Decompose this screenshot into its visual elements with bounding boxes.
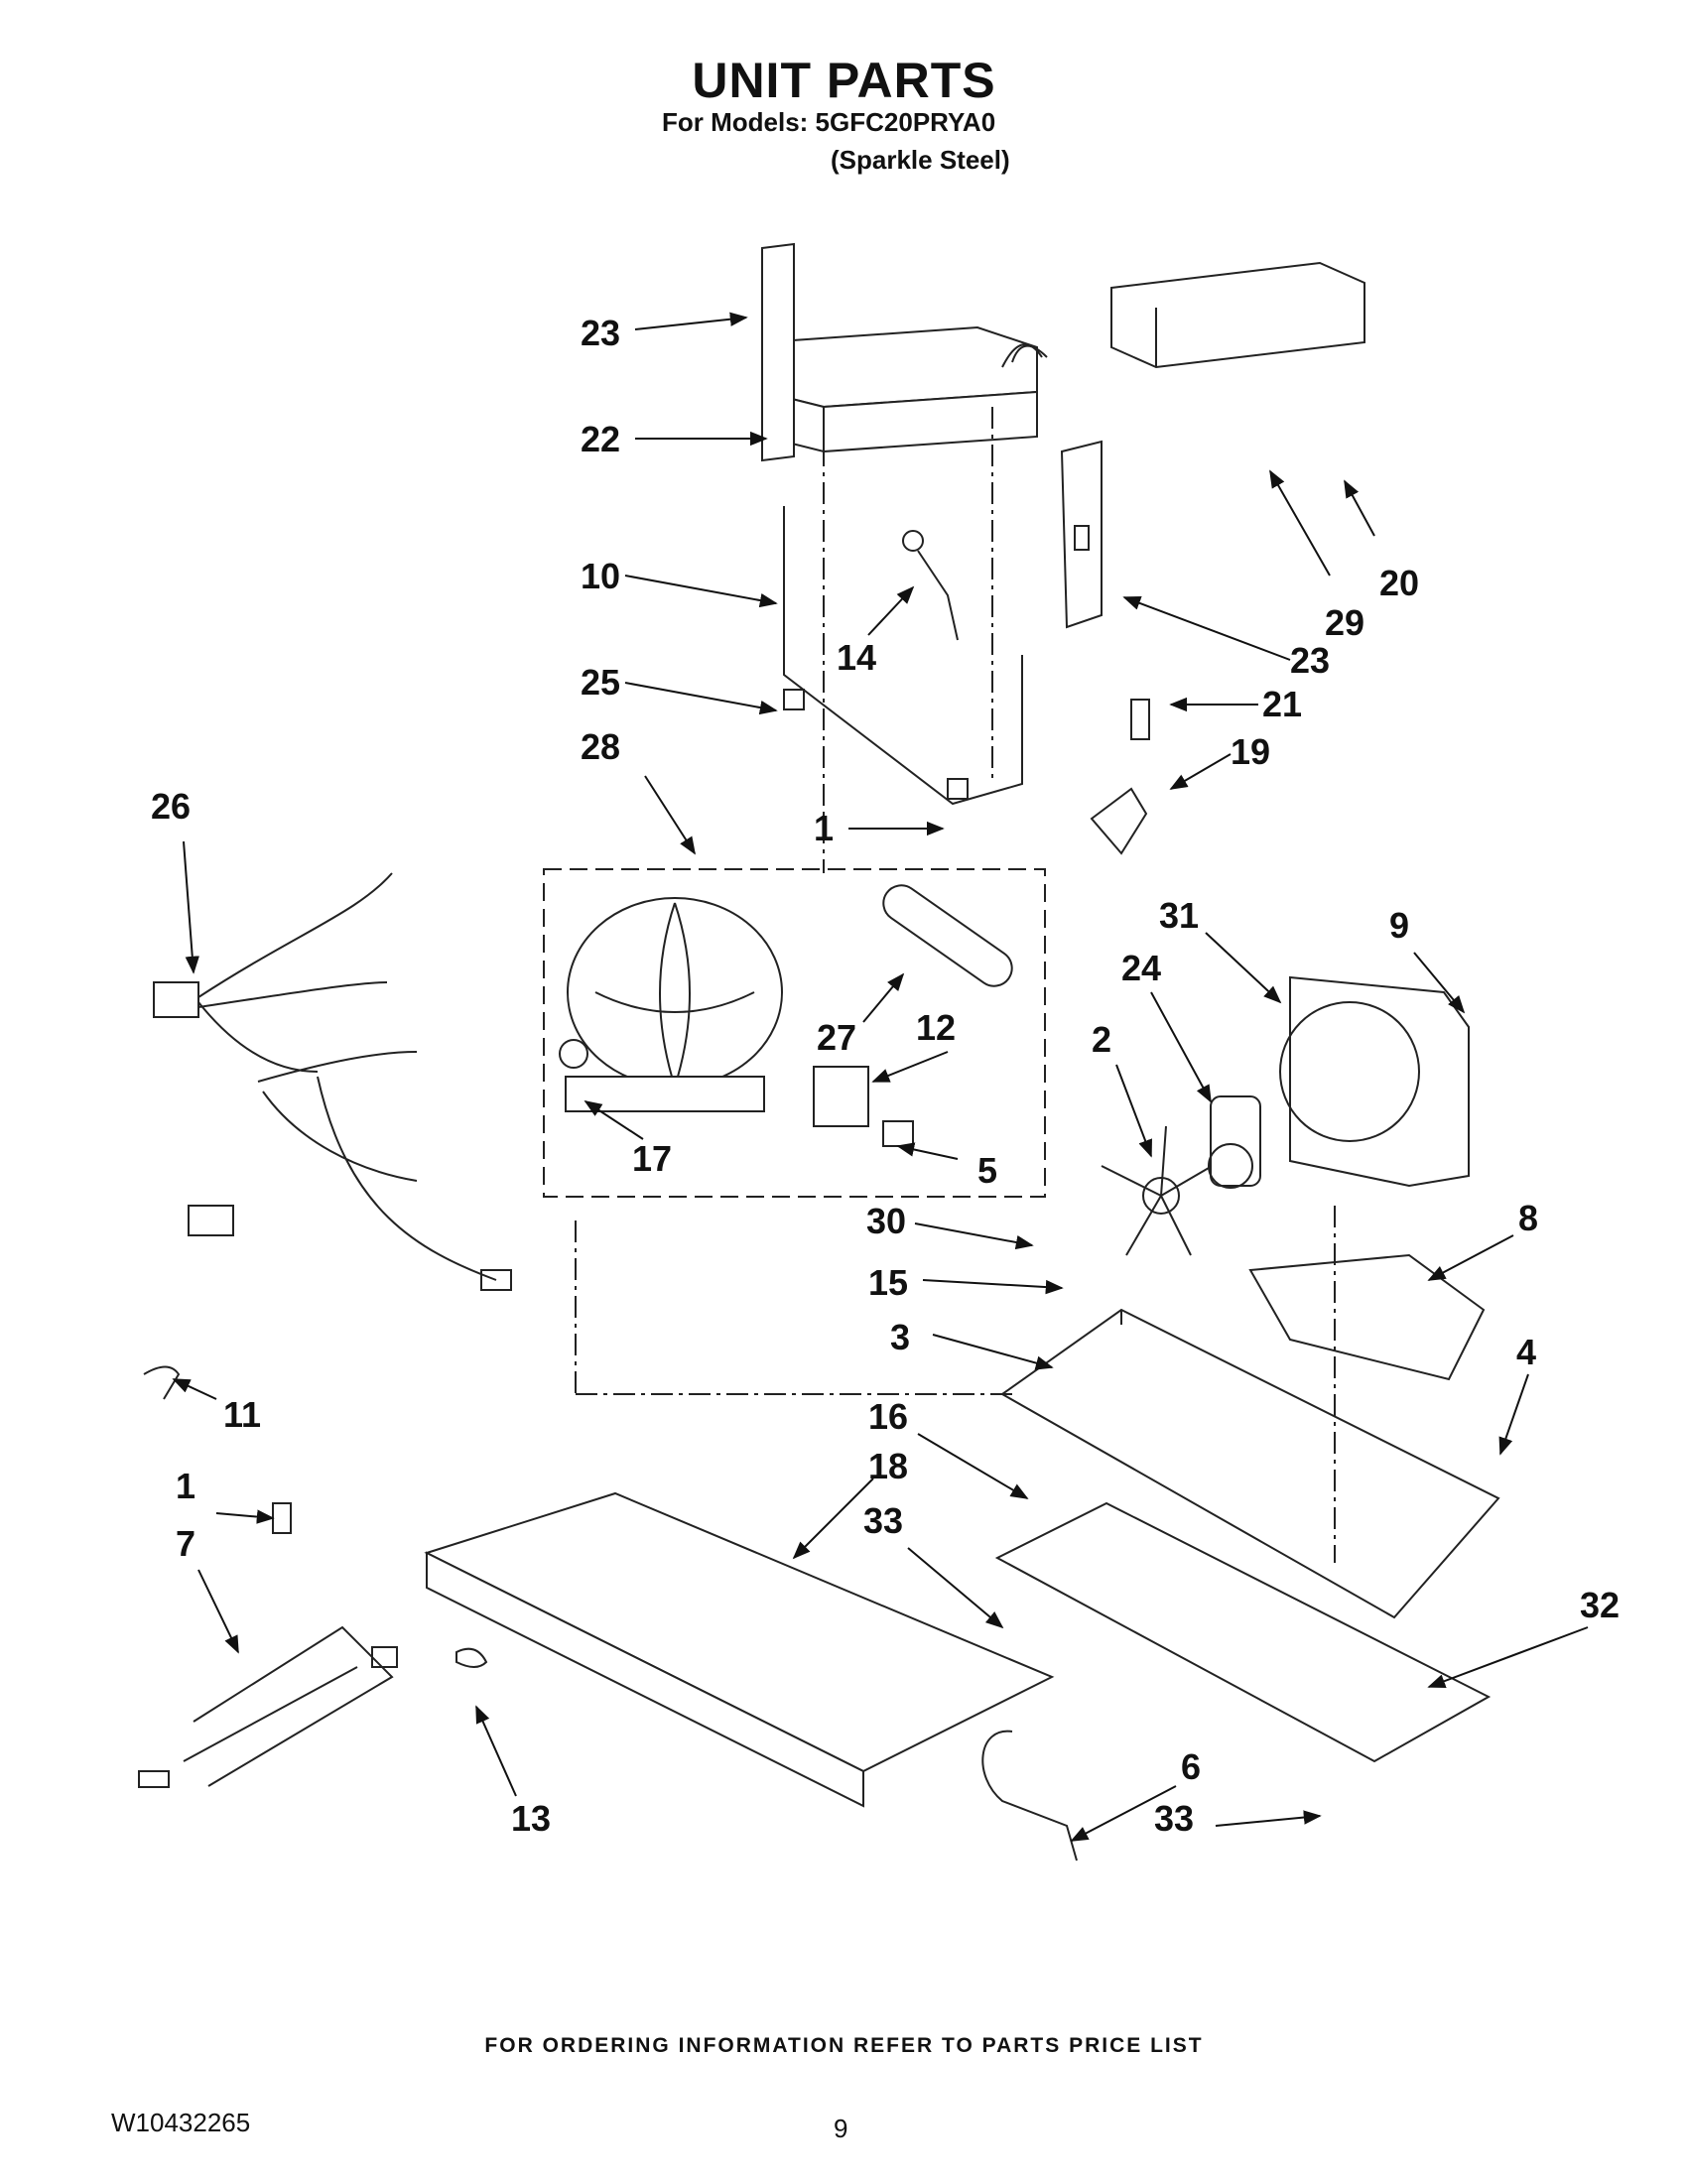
fan-shroud-part <box>1279 975 1470 1188</box>
wiring-harness-part <box>153 872 512 1291</box>
evaporator-bracket-left <box>761 242 795 462</box>
compressor-part <box>559 897 783 1112</box>
relay-part <box>813 1066 914 1147</box>
callout-4: 4 <box>1516 1332 1536 1372</box>
callout-15: 15 <box>868 1262 908 1303</box>
callout-16: 16 <box>868 1396 908 1437</box>
callout-9: 9 <box>1389 905 1409 946</box>
callout-25: 25 <box>581 662 620 703</box>
callout-1b: 1 <box>176 1466 195 1506</box>
bracket-19 <box>1090 787 1148 855</box>
fan-bracket-part <box>1248 1253 1486 1381</box>
clip-11 <box>143 1365 181 1400</box>
page-title: UNIT PARTS <box>692 53 996 108</box>
callout-30: 30 <box>866 1201 906 1241</box>
callout-28: 28 <box>581 726 620 767</box>
defrost-heater-part <box>783 506 1023 806</box>
base-pan-part <box>1000 1308 1500 1619</box>
color-line: (Sparkle Steel) <box>831 145 1010 175</box>
callout-2: 2 <box>1092 1019 1111 1060</box>
callout-6: 6 <box>1181 1746 1201 1787</box>
callout-23a: 23 <box>581 313 620 353</box>
evaporator-bracket-right <box>1060 440 1103 629</box>
callout-33b: 33 <box>1154 1798 1194 1839</box>
callout-29: 29 <box>1325 602 1364 643</box>
callout-24: 24 <box>1121 948 1161 988</box>
screw-1-lower <box>272 1502 292 1534</box>
duct-cover-part <box>1110 261 1365 369</box>
callout-10: 10 <box>581 556 620 596</box>
callout-27: 27 <box>817 1017 856 1058</box>
callout-11: 11 <box>223 1394 261 1435</box>
callout-33a: 33 <box>863 1500 903 1541</box>
fan-motor-part <box>1208 1095 1261 1189</box>
condenser-part <box>424 1491 1055 1808</box>
callout-26: 26 <box>151 786 191 827</box>
callout-13: 13 <box>511 1798 551 1839</box>
callout-12: 12 <box>916 1007 956 1048</box>
callout-23b: 23 <box>1290 640 1330 681</box>
evaporator-part <box>763 325 1048 453</box>
document-number: W10432265 <box>111 2108 251 2137</box>
drier-part <box>882 884 1013 987</box>
defrost-thermostat-part <box>902 530 959 641</box>
callout-18: 18 <box>868 1446 908 1486</box>
callout-22: 22 <box>581 419 620 459</box>
wire-harness-7 <box>138 1625 398 1788</box>
ordering-note: FOR ORDERING INFORMATION REFER TO PARTS … <box>484 2034 1204 2057</box>
callout-5: 5 <box>977 1150 997 1191</box>
callout-1a: 1 <box>814 808 834 848</box>
callout-3: 3 <box>890 1317 910 1357</box>
callout-31: 31 <box>1159 895 1199 936</box>
drain-tube-part <box>981 1730 1078 1862</box>
callout-7: 7 <box>176 1523 195 1564</box>
callout-8: 8 <box>1518 1198 1538 1238</box>
clamp-13 <box>455 1647 488 1668</box>
drain-pan-part <box>994 1501 1492 1763</box>
callout-32: 32 <box>1580 1585 1620 1625</box>
fan-blade-part <box>1101 1125 1222 1256</box>
models-line: For Models: 5GFC20PRYA0 <box>662 107 996 137</box>
callout-19: 19 <box>1231 731 1270 772</box>
callout-17: 17 <box>632 1138 672 1179</box>
callout-14: 14 <box>837 637 876 678</box>
page-number: 9 <box>834 2114 848 2143</box>
callout-20: 20 <box>1379 563 1419 603</box>
callout-21: 21 <box>1262 684 1302 724</box>
screw-21 <box>1130 699 1150 740</box>
